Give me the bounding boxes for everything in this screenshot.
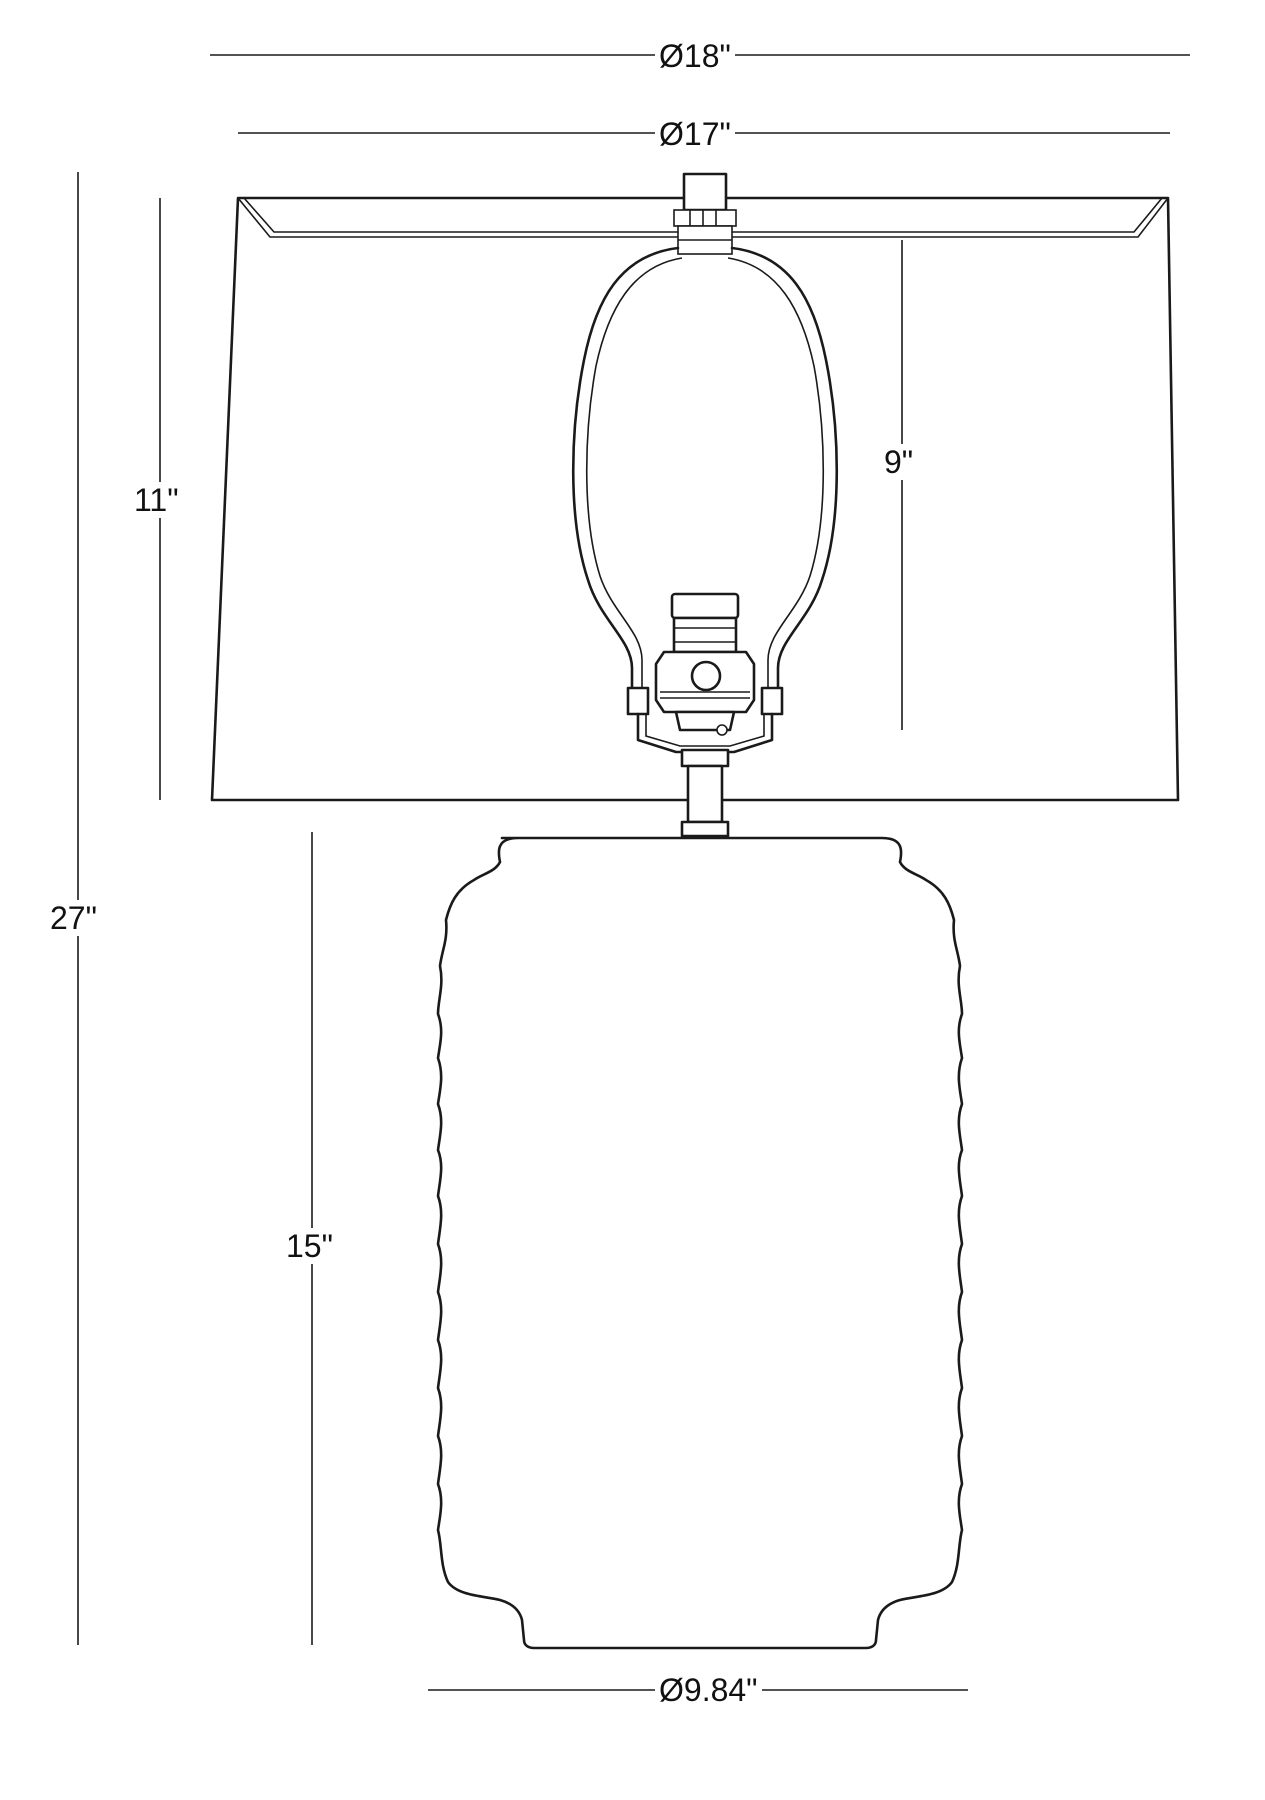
label-shade-height: 11" (130, 482, 183, 518)
label-base-diameter: Ø9.84" (655, 1672, 762, 1708)
lamp-base (436, 836, 964, 1650)
label-shade-top-diameter: Ø18" (655, 38, 735, 74)
label-overall-height: 27" (46, 900, 101, 936)
label-shade-inner-diameter: Ø17" (655, 116, 735, 152)
label-base-height: 15" (282, 1228, 337, 1264)
lamp-socket (654, 592, 756, 736)
lamp-neck (680, 748, 730, 838)
finial (673, 172, 737, 255)
label-harp-height: 9" (880, 444, 918, 480)
